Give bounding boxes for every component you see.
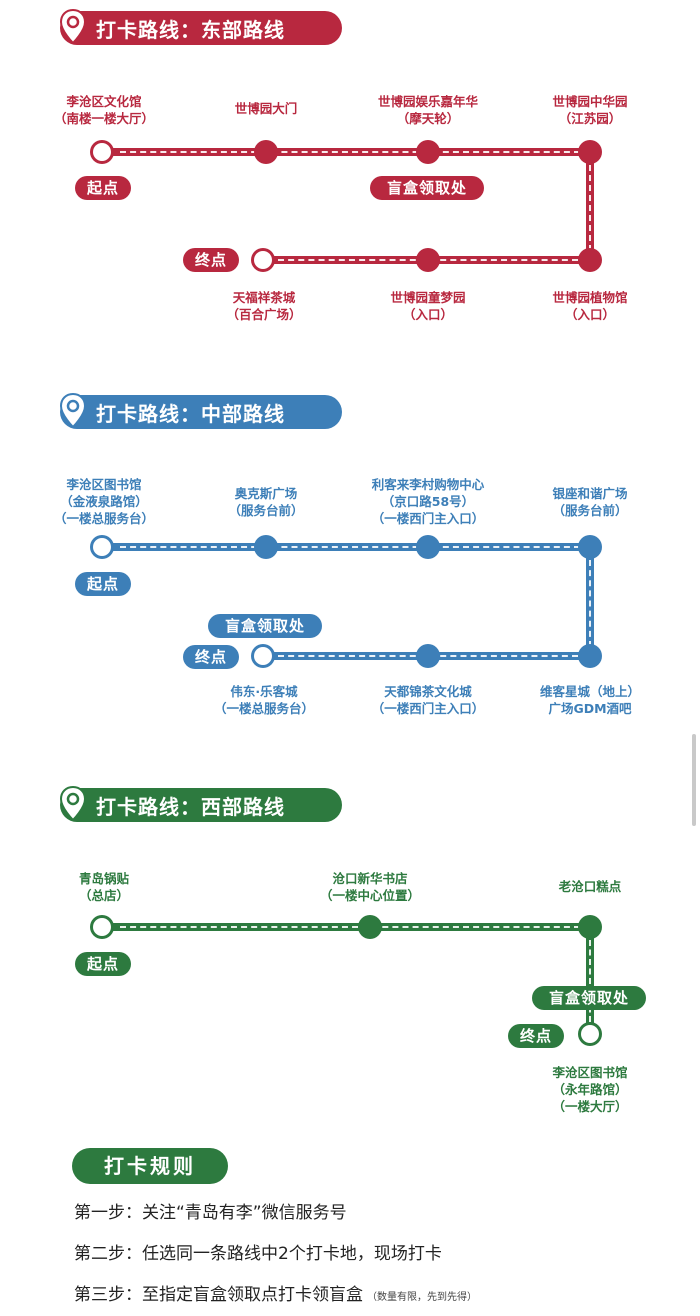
west-stop-2-label: 沧口新华书店（一楼中心位置） [319,871,421,903]
central-pickup-tag: 盲盒领取处 [208,614,322,638]
west-start-node[interactable] [90,915,114,939]
central-dash-right [589,560,591,647]
central-stop-6-label: 天都锦茶文化城（一楼西门主入口） [371,684,485,716]
east-pickup-tag: 盲盒领取处 [370,176,484,200]
rules-title: 打卡规则 [72,1148,228,1184]
east-dash-top [120,151,580,153]
west-route-title: 打卡路线：西部路线 [96,794,285,819]
central-route-header: 打卡路线：中部路线 [60,393,342,429]
east-stop-4-node[interactable] [578,140,602,164]
east-end-tag: 终点 [183,248,239,272]
central-dash-top [120,546,580,548]
west-end-tag: 终点 [508,1024,564,1048]
east-stop-5-node[interactable] [578,248,602,272]
east-stop-2-label: 世博园大门 [234,101,298,116]
rule-step-3-note: （数量有限，先到先得） [367,1292,477,1303]
east-stop-2-node[interactable] [254,140,278,164]
east-stop-3-node[interactable] [416,140,440,164]
west-stop-1-label: 青岛锅贴（总店） [78,871,130,903]
central-start-tag: 起点 [75,572,131,596]
central-stop-6-node[interactable] [416,644,440,668]
west-stop-4-label: 李沧区图书馆（永年路馆）（一楼大厅） [552,1065,628,1114]
east-start-tag: 起点 [75,176,131,200]
central-stop-5-node[interactable] [578,644,602,668]
west-dash-right [589,940,591,1022]
west-end-node[interactable] [578,1022,602,1046]
east-dash-right [589,165,591,251]
rule-step-2: 第二步：任选同一条路线中2个打卡地，现场打卡 [74,1244,442,1264]
central-stop-5-label: 维客星城（地上）广场GDM酒吧 [539,684,641,716]
central-stop-7-label: 伟东·乐客城（一楼总服务台） [213,684,315,716]
central-stop-3-node[interactable] [416,535,440,559]
rule-step-3: 第三步：至指定盲盒领取点打卡领盲盒 （数量有限，先到先得） [74,1280,477,1305]
west-start-tag: 起点 [75,952,131,976]
central-stop-4-node[interactable] [578,535,602,559]
central-stop-3-label: 利客来李村购物中心（京口路58号）（一楼西门主入口） [371,477,485,526]
east-stop-1-label: 李沧区文化馆（南楼一楼大厅） [53,94,155,126]
rule-step-1: 第一步：关注“青岛有李”微信服务号 [74,1203,347,1223]
east-route-title: 打卡路线：东部路线 [96,17,285,42]
central-stop-2-node[interactable] [254,535,278,559]
location-pin-icon [60,9,86,45]
west-stop-3-label: 老沧口糕点 [558,879,622,894]
central-route-title: 打卡路线：中部路线 [96,401,285,426]
central-end-tag: 终点 [183,645,239,669]
west-pickup-tag: 盲盒领取处 [532,986,646,1010]
west-dash-top [120,926,580,928]
west-stop-3-node[interactable] [578,915,602,939]
east-start-node[interactable] [90,140,114,164]
west-route-header: 打卡路线：西部路线 [60,786,342,822]
central-stop-1-label: 李沧区图书馆（金液泉路馆）（一楼总服务台） [53,477,155,526]
east-route-header: 打卡路线：东部路线 [60,9,342,45]
east-stop-4-label: 世博园中华园（江苏园） [552,94,628,126]
east-stop-7-label: 天福祥茶城（百合广场） [226,290,302,322]
central-end-node[interactable] [251,644,275,668]
location-pin-icon [60,393,86,429]
east-end-node[interactable] [251,248,275,272]
east-stop-6-label: 世博园童梦园（入口） [390,290,466,322]
central-start-node[interactable] [90,535,114,559]
west-stop-2-node[interactable] [358,915,382,939]
east-stop-6-node[interactable] [416,248,440,272]
east-stop-3-label: 世博园娱乐嘉年华（摩天轮） [377,94,479,126]
location-pin-icon [60,786,86,822]
rule-step-3-text: 第三步：至指定盲盒领取点打卡领盲盒 [74,1285,363,1305]
central-stop-2-label: 奥克斯广场（服务台前） [228,486,304,518]
scrollbar-thumb[interactable] [692,734,696,826]
east-stop-5-label: 世博园植物馆（入口） [552,290,628,322]
central-stop-4-label: 银座和谐广场（服务台前） [552,486,628,518]
